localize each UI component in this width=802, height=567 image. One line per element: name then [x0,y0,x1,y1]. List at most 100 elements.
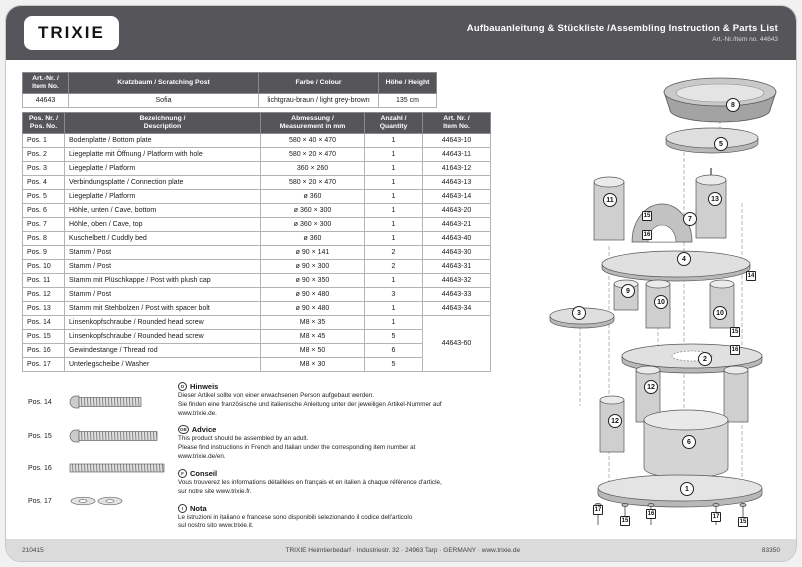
cell-item: 44643-32 [422,273,491,289]
product-table-head: Art.-Nr. / Item No.Kratzbaum / Scratchin… [22,71,437,95]
note-line: Dieser Artikel sollte von einer erwachse… [178,392,375,399]
part-post-11 [593,176,625,241]
diagram-callout-10: 10 [713,306,727,320]
cell-pos: Pos. 11 [22,273,65,289]
cell-qty: 3 [364,287,423,303]
trixie-logo: TRIXIE [24,16,119,50]
cell-dim: M8 × 45 [260,329,365,345]
cell-qty: 1 [364,217,423,233]
part-post-10b [709,279,735,329]
cell-desc: Gewindestange / Thread rod [64,343,261,359]
language-icon: D [178,382,187,391]
cell-item: 44643-20 [422,203,491,219]
cell-qty: 1 [364,203,423,219]
cell-dim: ø 360 × 300 [260,203,365,219]
column-header: Art.-Nr. / Item No. [22,71,69,95]
cell-qty: 2 [364,245,423,261]
product-cell: 135 cm [378,93,437,109]
product-table: Art.-Nr. / Item No.Kratzbaum / Scratchin… [22,71,437,109]
product-cell: Sofia [68,93,259,109]
cell-pos: Pos. 3 [22,161,65,177]
column-header: Bezeichnung / Description [64,111,261,135]
diagram-callout-17: 17 [711,512,721,522]
cell-pos: Pos. 2 [22,147,65,163]
washer-icon [70,496,123,506]
hardware-item-pos15: Pos. 15 [28,428,164,444]
part-cave-bottom [643,409,729,479]
hardware-item-pos17: Pos. 17 [28,494,126,508]
part-platform-top [665,127,759,154]
note-title: Advice [191,425,217,435]
cell-dim: ø 90 × 300 [260,259,365,275]
diagram-callout-7: 7 [683,212,697,226]
cell-pos: Pos. 5 [22,189,65,205]
hardware-label: Pos. 15 [28,432,52,440]
header-bar: TRIXIE Aufbauanleitung & Stückliste /Ass… [6,6,796,60]
column-header: Farbe / Colour [258,71,379,95]
diagram-callout-3: 3 [572,306,586,320]
cell-item: 44643-60 [422,315,491,373]
cell-item: 44643-21 [422,217,491,233]
cell-qty: 2 [364,259,423,275]
note-line: Vous trouverez les informations détaillé… [178,478,442,486]
note-title: Hinweis [190,382,219,391]
cell-desc: Linsenkopfschraube / Rounded head screw [64,315,261,331]
diagram-callout-6: 6 [682,435,696,449]
cell-item: 44643-14 [422,189,491,205]
cell-desc: Kuschelbett / Cuddly bed [64,231,261,247]
cell-pos: Pos. 15 [22,329,65,345]
footer-bar: 210415 TRIXIE Heimtierbedarf · Industrie… [6,539,796,561]
cell-dim: M8 × 35 [260,315,365,331]
diagram-callout-12: 12 [608,414,622,428]
cell-desc: Stamm / Post [64,287,261,303]
diagram-callout-15: 15 [642,211,652,221]
parts-table: Pos. Nr. / Pos. No.Bezeichnung / Descrip… [22,111,491,373]
cell-desc: Stamm / Post [64,245,261,261]
rounded-head-screw-icon [69,429,158,443]
cell-item: 41643-12 [422,161,491,177]
cell-dim: ø 90 × 480 [260,301,365,317]
cell-qty: 1 [364,161,423,177]
document-page: TRIXIE Aufbauanleitung & Stückliste /Ass… [5,5,797,562]
cell-desc: Liegeplatte / Platform [64,161,261,177]
cell-item: 44643-11 [422,147,491,163]
footer-code-right: 83350 [761,546,780,554]
cell-qty: 6 [364,343,423,359]
diagram-callout-16: 16 [646,509,656,519]
note-line: sul nostro sito www.trixie.it. [178,522,254,530]
diagram-callout-16: 16 [642,230,652,240]
cell-pos: Pos. 10 [22,259,65,275]
cell-pos: Pos. 17 [22,357,65,373]
note-line: Le istruzioni in italiano e francese son… [178,513,413,521]
note-line: Sie finden eine französische und italien… [178,400,442,417]
diagram-callout-15: 15 [730,327,740,337]
cell-item: 44643-31 [422,259,491,275]
cell-pos: Pos. 14 [22,315,65,331]
cell-pos: Pos. 8 [22,231,65,247]
cell-dim: M8 × 50 [260,343,365,359]
cell-item: 44643-10 [422,133,491,149]
diagram-callout-4: 4 [677,252,691,266]
part-cuddly-bed [663,77,777,123]
cell-qty: 5 [364,329,423,345]
diagram-callout-14: 14 [746,271,756,281]
cell-pos: Pos. 4 [22,175,65,191]
cell-qty: 1 [364,231,423,247]
hardware-label: Pos. 14 [28,398,52,406]
cell-desc: Stamm mit Stehbolzen / Post with spacer … [64,301,261,317]
cell-desc: Liegeplatte / Platform [64,189,261,205]
footer-address: TRIXIE Heimtierbedarf · Industriestr. 32… [285,546,521,554]
